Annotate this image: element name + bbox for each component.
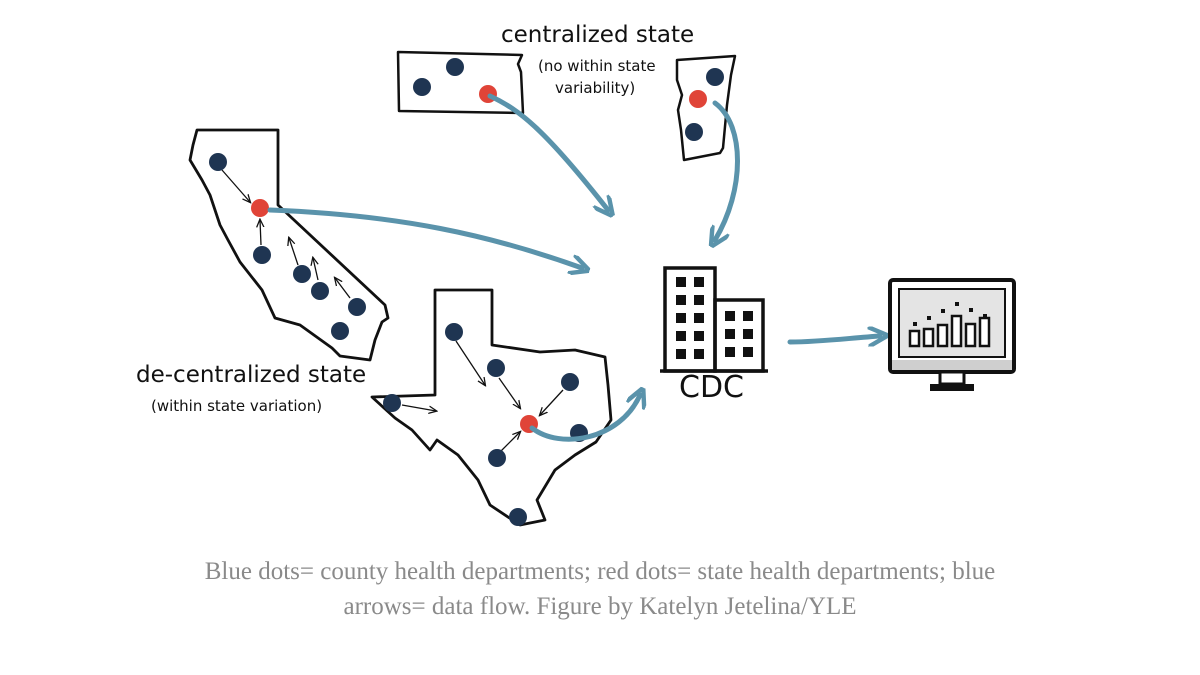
county-link-arrow [401,404,436,411]
county-dot [445,323,463,341]
county-dot [487,359,505,377]
centralized-state-title: centralized state [501,22,695,48]
state-dot [251,199,269,217]
centralized-state-subtitle-line1: (no within state [538,57,656,75]
county-dot [383,394,401,412]
vt-to-cdc-arrow [715,100,740,240]
california-state [188,128,390,362]
county-dot [413,78,431,96]
centralized-state-subtitle-line2: variability) [555,79,636,97]
vermont-state [675,54,737,162]
cdc-label: CDC [679,370,744,405]
county-link-arrow [455,340,485,385]
caption-line-1: Blue dots= county health departments; re… [204,558,996,585]
county-dot [331,322,349,340]
south-dakota-state [396,50,525,115]
county-dot [446,58,464,76]
decentralized-state-subtitle: (within state variation) [151,397,323,415]
county-dot [293,265,311,283]
county-link-arrow [313,258,318,281]
county-dot [311,282,329,300]
county-link-arrow [289,238,299,266]
county-dot [706,68,724,86]
ca-to-cdc-arrow [267,207,582,268]
caption-line-2: arrows= data flow. Figure by Katelyn Jet… [343,593,857,620]
county-link-arrow [260,220,261,246]
dashboard-monitor-icon [888,278,1016,391]
decentralized-state-title: de-centralized state [136,362,367,388]
county-link-arrow [499,432,520,453]
tx-to-cdc-arrow [529,395,640,442]
texas-outline [370,288,613,527]
sd-to-cdc-arrow [487,93,608,210]
county-link-arrow [540,389,564,415]
county-dot [488,449,506,467]
vermont-outline [675,54,737,162]
california-outline [188,128,390,362]
county-link-arrow [221,169,250,202]
county-dot [209,153,227,171]
county-dot [561,373,579,391]
south-dakota-outline [396,50,525,115]
county-dot [685,123,703,141]
state-dot [689,90,707,108]
county-link-arrow [498,377,520,408]
county-dot [348,298,366,316]
county-link-arrow [335,278,351,299]
cdc-building-icon [660,266,768,373]
cdc-to-dashboard-arrow [787,336,880,342]
texas-state [370,288,613,527]
county-dot [253,246,271,264]
county-dot [509,508,527,526]
data-flow-arrows [267,93,880,442]
